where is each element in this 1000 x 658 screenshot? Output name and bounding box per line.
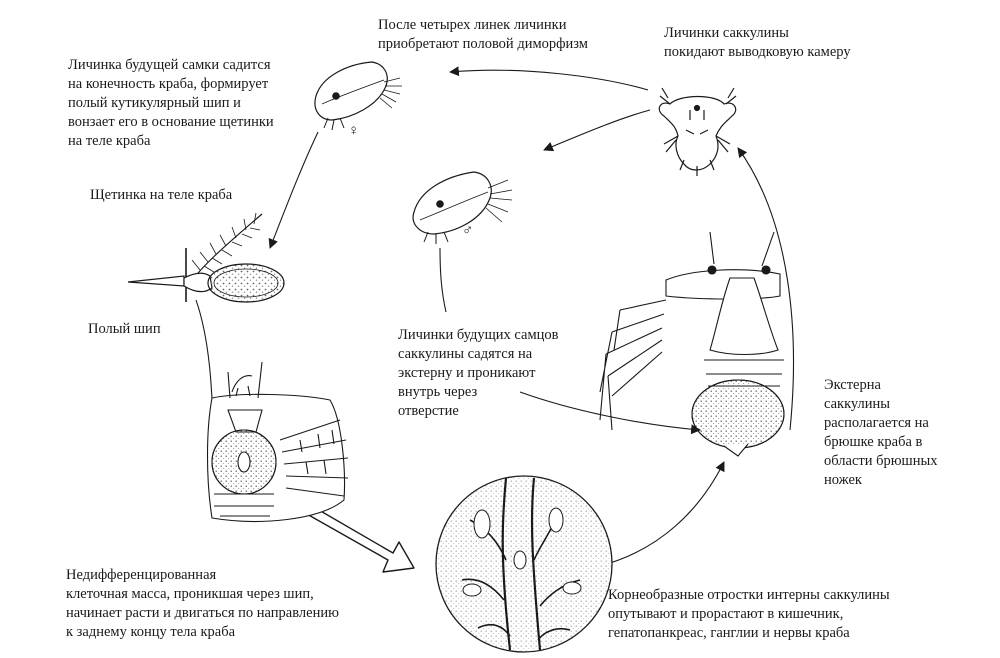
label-leave-chamber: Личинки саккулины покидают выводковую ка…: [664, 25, 851, 60]
label-dimorphism: После четырех линек личинки приобретают …: [378, 17, 588, 52]
interna-micrograph: [435, 475, 613, 653]
label-bristle: Щетинка на теле краба: [90, 187, 233, 203]
label-externa: Экстерна саккулины располагается на брюш…: [824, 377, 938, 488]
arrow-to-dimorphism: [449, 66, 649, 91]
crab-with-externa: [599, 231, 785, 457]
hollow-spine: [127, 263, 285, 303]
label-interna: Корнеобразные отростки интерны саккулины…: [608, 587, 890, 641]
label-male-larva: Личинки будущих самцов саккулины садятся…: [398, 327, 559, 419]
nauplius-larva: [658, 87, 737, 176]
crab-section-left: [206, 361, 349, 522]
arrow-externa-to-larvae: [737, 147, 795, 431]
label-cell-mass: Недифференцированная клеточная масса, пр…: [66, 567, 339, 640]
arrow-interna-to-externa: [599, 461, 725, 567]
arrow-to-externa: [519, 391, 701, 435]
label-female-larva: Личинка будущей самки садится на конечно…: [68, 57, 274, 149]
female-symbol: ♀: [348, 123, 360, 139]
arrow-female-to-bristle: [268, 131, 319, 249]
arrow-male-larva-down: [439, 247, 447, 313]
male-cypris-larva: [412, 171, 513, 244]
arrow-to-male-larva: [543, 109, 651, 152]
cycle-arrows: [195, 66, 795, 567]
female-cypris-larva: [314, 61, 402, 131]
label-hollow-spine: Полый шип: [88, 321, 161, 337]
male-symbol: ♂: [462, 223, 474, 239]
